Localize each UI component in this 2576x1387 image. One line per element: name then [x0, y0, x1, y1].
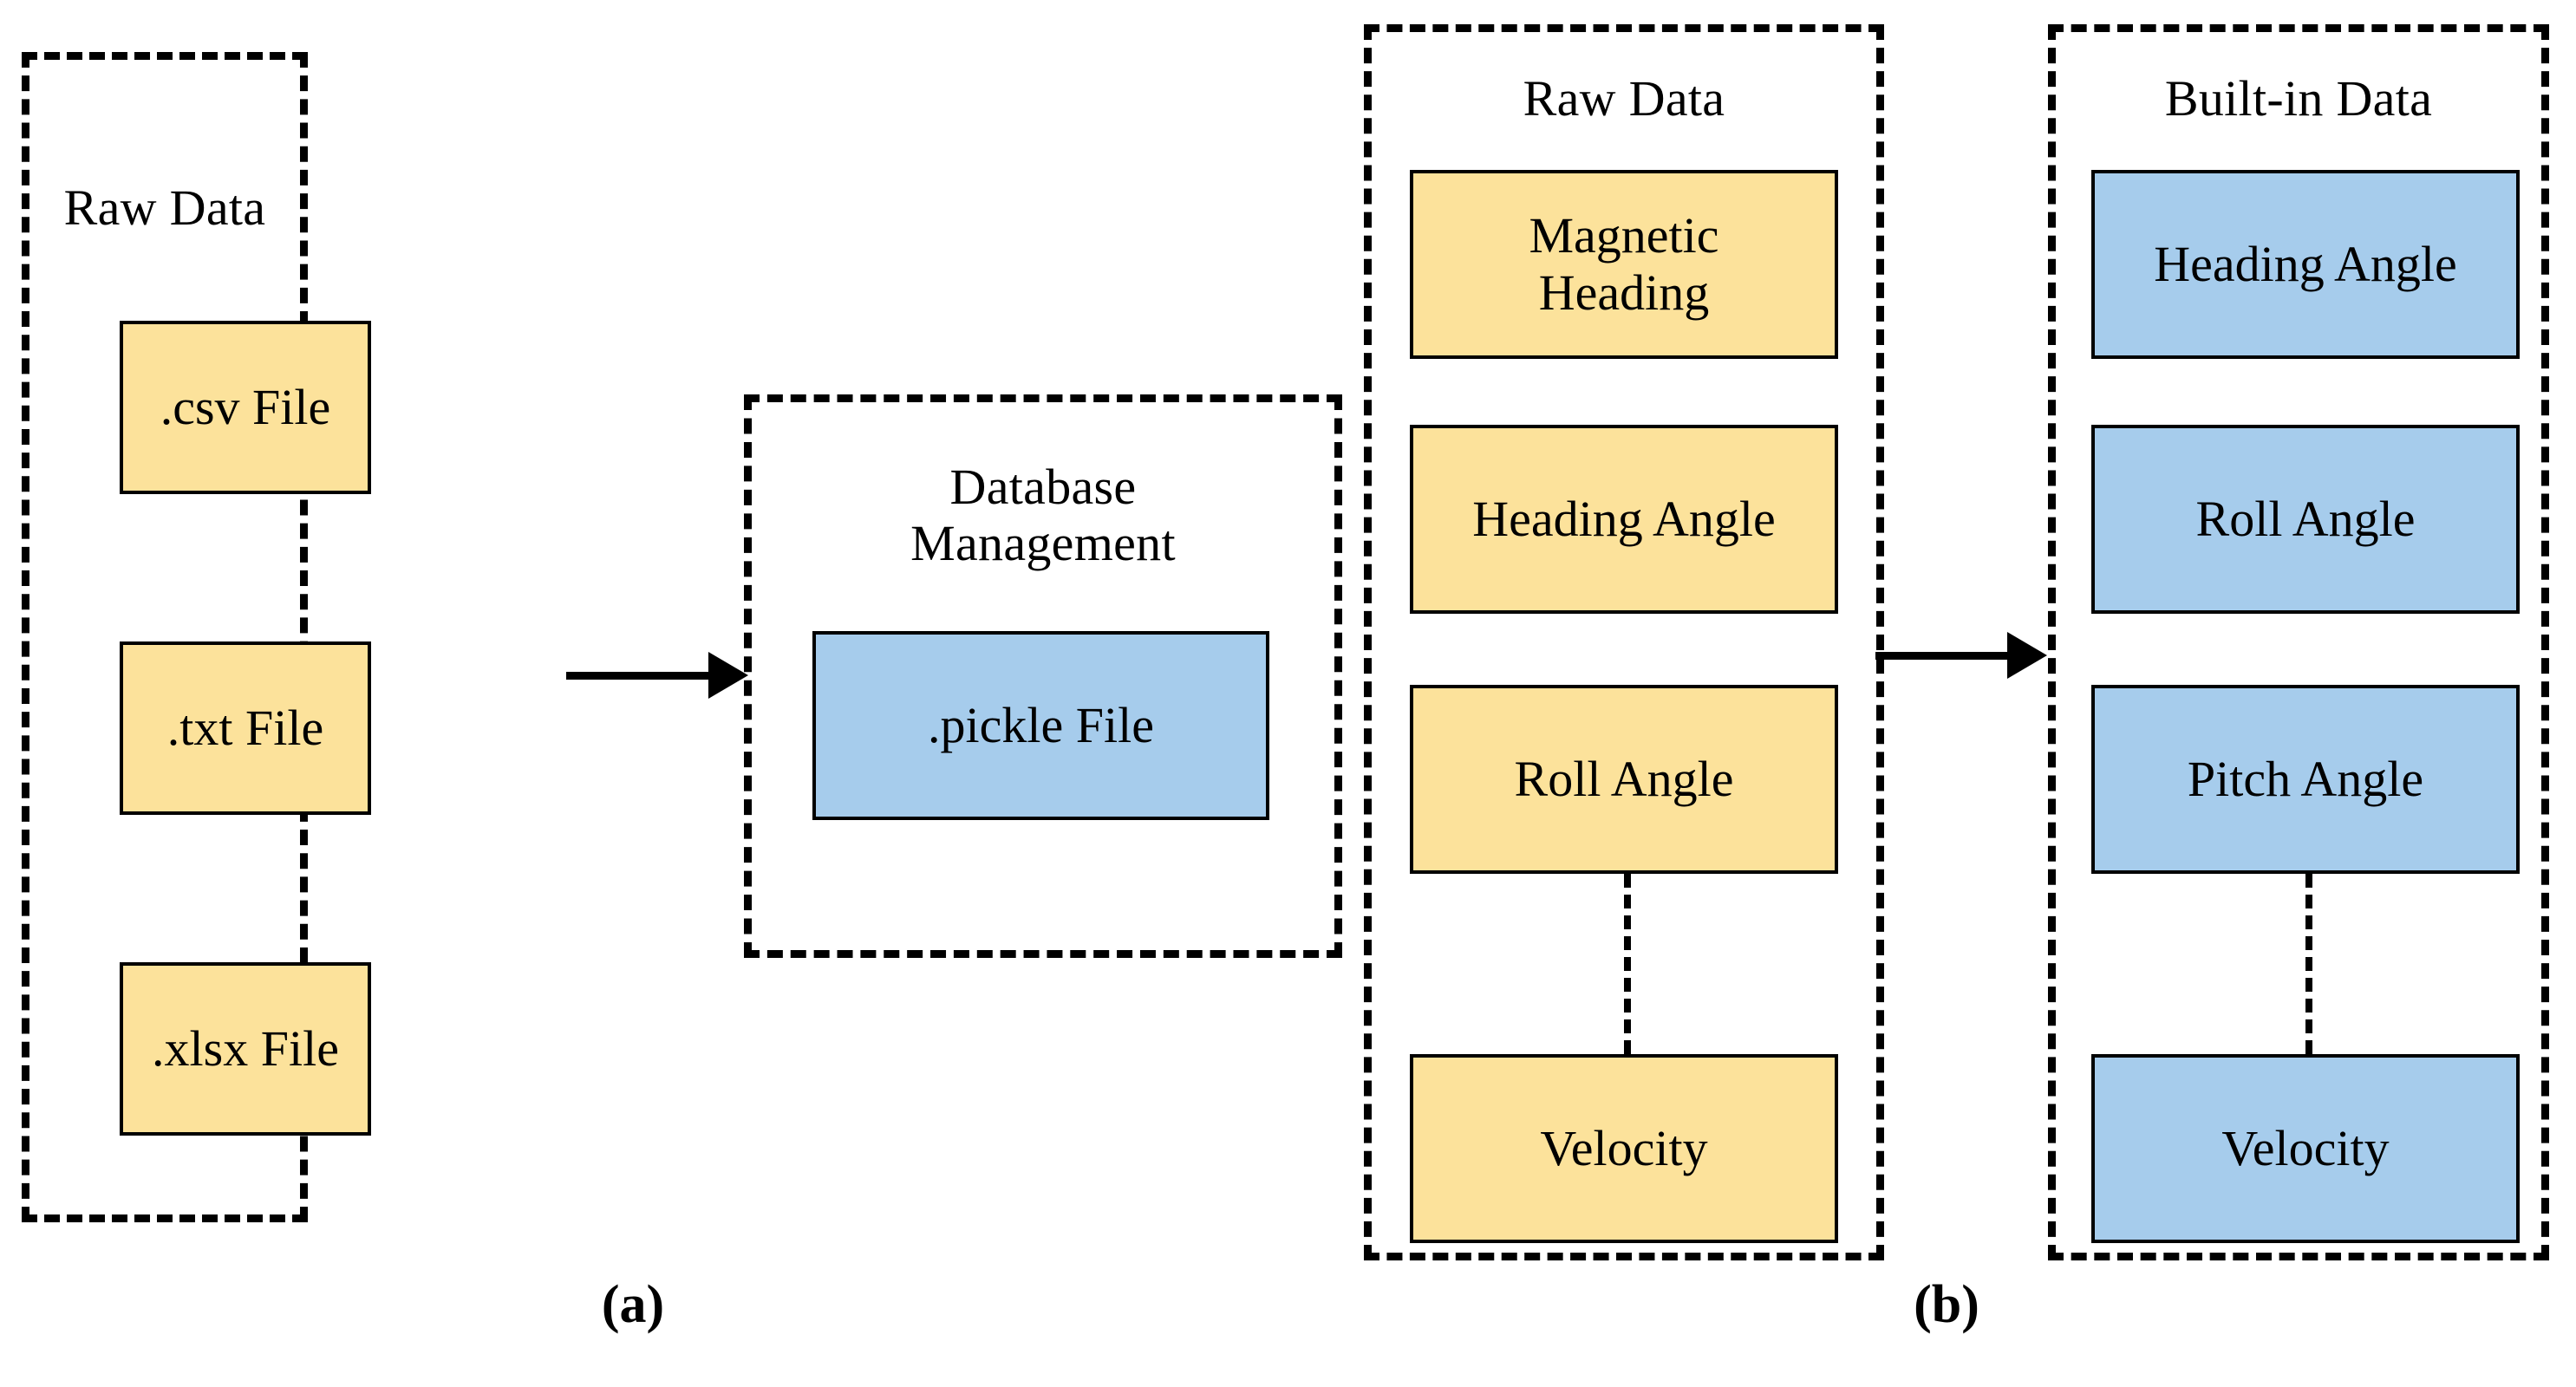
arrow-head — [2007, 632, 2047, 679]
connector-builtin-pitch-to-velocity — [2305, 874, 2312, 1054]
node-label: Pitch Angle — [2187, 750, 2424, 807]
node-builtin-velocity: Velocity — [2091, 1054, 2520, 1243]
node-magnetic-heading: Magnetic Heading — [1410, 170, 1838, 359]
node-label: Velocity — [1540, 1119, 1708, 1176]
node-builtin-heading-angle: Heading Angle — [2091, 170, 2520, 359]
node-xlsx-file: .xlsx File — [120, 962, 371, 1136]
node-pickle-file: .pickle File — [812, 631, 1269, 820]
node-builtin-pitch-angle: Pitch Angle — [2091, 685, 2520, 874]
group-raw-data-files — [22, 52, 308, 1222]
connector-raw-roll-to-velocity — [1624, 874, 1631, 1054]
arrow-shaft — [566, 672, 712, 680]
node-label: Magnetic Heading — [1529, 206, 1719, 321]
node-label: .pickle File — [928, 696, 1154, 753]
arrow-head — [708, 652, 748, 699]
node-label: Velocity — [2221, 1119, 2390, 1176]
group-title-raw-data-signals: Raw Data — [1523, 70, 1725, 127]
node-label: Heading Angle — [1472, 490, 1776, 547]
node-label: Heading Angle — [2154, 235, 2457, 292]
node-label: Roll Angle — [2195, 490, 2416, 547]
subfigure-label-b: (b) — [1914, 1275, 1979, 1334]
node-builtin-roll-angle: Roll Angle — [2091, 425, 2520, 614]
node-label: .csv File — [160, 378, 331, 435]
node-raw-heading-angle: Heading Angle — [1410, 425, 1838, 614]
group-raw-data-signals — [1364, 24, 1884, 1260]
node-label: .txt File — [166, 699, 324, 756]
node-label: Roll Angle — [1514, 750, 1734, 807]
node-raw-velocity: Velocity — [1410, 1054, 1838, 1243]
group-title-raw-data-files: Raw Data — [63, 179, 266, 236]
node-txt-file: .txt File — [120, 641, 371, 815]
subfigure-label-a: (a) — [601, 1275, 665, 1334]
group-built-in-data — [2048, 24, 2549, 1260]
node-raw-roll-angle: Roll Angle — [1410, 685, 1838, 874]
node-label: .xlsx File — [152, 1019, 339, 1077]
group-title-database-management: Database Management — [910, 459, 1176, 571]
node-csv-file: .csv File — [120, 321, 371, 494]
group-title-built-in-data: Built-in Data — [2164, 70, 2433, 127]
arrow-shaft — [1875, 652, 2011, 660]
